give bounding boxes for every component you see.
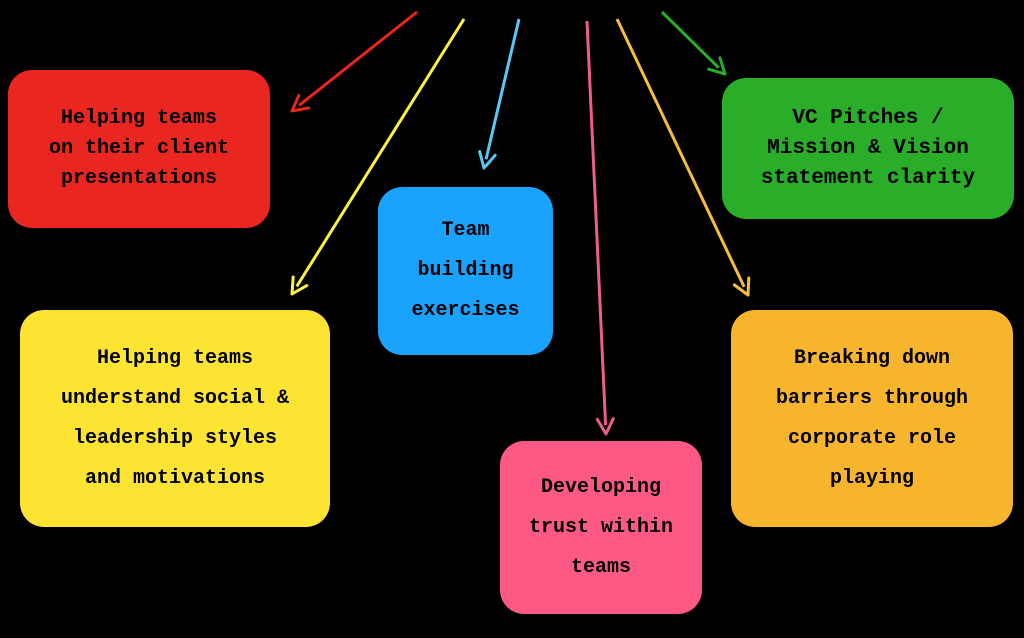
box-line: corporate role <box>787 426 957 450</box>
box-line: trust within <box>528 515 674 539</box>
arrow-shaft <box>660 10 720 69</box>
arrow-to-social-leadership <box>290 18 466 296</box>
box-line: teams <box>570 555 631 579</box>
box-line: and motivations <box>84 466 265 490</box>
box-line: understand social & <box>60 386 290 410</box>
box-line: building <box>417 259 514 282</box>
arrow-to-role-playing <box>615 18 751 297</box>
arrow-shaft <box>615 18 746 288</box>
arrow-to-team-building <box>478 18 521 170</box>
box-line: Breaking down <box>793 346 951 370</box>
arrow-to-vc-pitches <box>660 10 727 76</box>
box-developing-trust: Developing trust within teams <box>500 441 702 614</box>
arrow-to-client-presentations <box>290 10 418 113</box>
box-role-playing: Breaking down barriers through corporate… <box>731 310 1013 527</box>
box-line: statement clarity <box>760 166 976 190</box>
box-line: exercises <box>411 299 520 322</box>
box-client-presentations: Helping teams on their client presentati… <box>8 70 270 228</box>
arrow-group <box>290 10 751 436</box>
arrow-head <box>290 275 309 296</box>
box-vc-pitches: VC Pitches / Mission & Vision statement … <box>722 78 1014 219</box>
box-social-leadership-styles: Helping teams understand social & leader… <box>20 310 330 527</box>
box-line: leadership styles <box>72 426 278 450</box>
arrow-head <box>478 150 497 170</box>
arrow-head <box>732 276 751 297</box>
box-line: presentations <box>60 167 218 190</box>
box-line: playing <box>829 466 914 490</box>
arrow-to-developing-trust <box>585 20 615 436</box>
box-line: Helping teams <box>60 107 218 130</box>
box-line: on their client <box>48 137 230 160</box>
box-line: Helping teams <box>96 346 253 370</box>
box-line: VC Pitches / <box>792 106 944 130</box>
box-line: Mission & Vision <box>767 136 969 160</box>
box-line: barriers through <box>775 386 969 410</box>
arrow-head <box>290 93 311 113</box>
box-team-building: Team building exercises <box>378 187 553 355</box>
arrow-head <box>707 56 727 76</box>
arrow-shaft <box>585 20 608 426</box>
box-line: Developing <box>540 475 662 499</box>
arrow-shaft <box>484 18 521 160</box>
arrow-shaft <box>298 10 418 107</box>
box-line: Team <box>441 219 490 242</box>
arrow-head <box>595 417 615 436</box>
arrow-shaft <box>295 18 466 288</box>
